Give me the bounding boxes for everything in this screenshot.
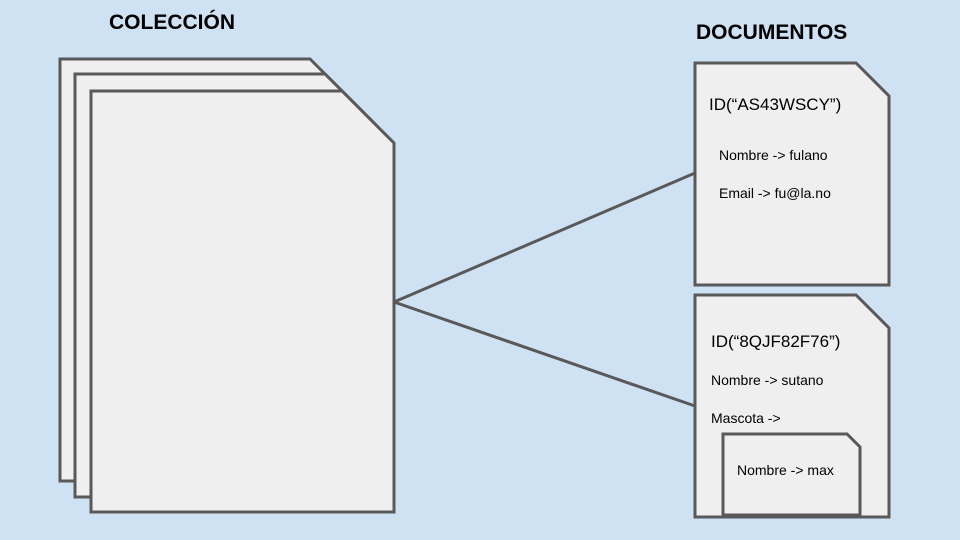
document-1-field-email: Email -> fu@la.no: [719, 185, 831, 201]
document-1-field-nombre: Nombre -> fulano: [719, 147, 828, 163]
nested-document-page: [721, 432, 862, 517]
connector-line-doc2: [393, 300, 696, 408]
document-2-field-nombre: Nombre -> sutano: [711, 372, 824, 388]
connector-line-doc1: [393, 171, 696, 304]
collection-page-front: [89, 89, 396, 514]
document-2-id: ID(“8QJF82F76”): [711, 332, 841, 351]
nested-document-field-nombre: Nombre -> max: [737, 462, 834, 478]
document-1-page: [693, 61, 891, 287]
collection-title: COLECCIÓN: [109, 11, 235, 34]
document-2-field-mascota: Mascota ->: [711, 410, 781, 426]
document-1-id: ID(“AS43WSCY”): [709, 95, 842, 114]
documents-title: DOCUMENTOS: [696, 21, 848, 44]
